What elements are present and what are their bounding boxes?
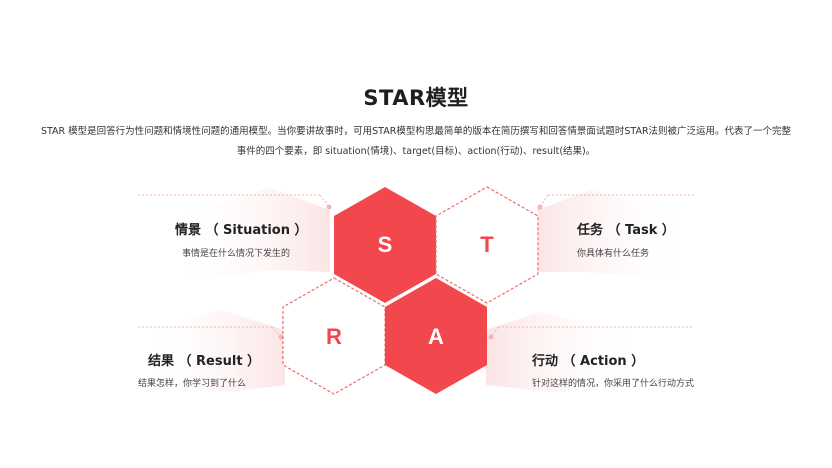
hexagon-t	[435, 186, 539, 304]
situation-backdrop	[170, 188, 330, 282]
situation-desc: 事情是在什么情况下发生的	[182, 249, 291, 259]
hexagon-s	[334, 187, 436, 303]
result-backdrop	[140, 310, 285, 392]
task-connector-diag	[537, 194, 549, 211]
action-label: 行动 （ Action ）	[532, 354, 645, 369]
result-label: 结果 （ Result ）	[148, 354, 261, 369]
hexagon-a	[385, 278, 487, 394]
hexagon-r	[282, 277, 386, 395]
result-connector-diag	[271, 326, 285, 341]
letter-r: R	[326, 324, 342, 349]
page-title: STAR模型	[363, 86, 469, 110]
action-desc: 针对这样的情况，你采用了什么行动方式	[532, 379, 695, 389]
letter-t: T	[480, 232, 494, 257]
situation-connector-dot	[326, 204, 332, 210]
letter-a: A	[428, 324, 444, 349]
letter-s: S	[377, 232, 393, 257]
result-connector-dot	[278, 334, 284, 340]
task-connector-dot	[537, 204, 543, 210]
action-backdrop	[486, 312, 640, 392]
action-connector-dot	[488, 334, 494, 340]
situation-label: 情景 （ Situation ）	[175, 223, 308, 238]
task-label: 任务 （ Task ）	[577, 223, 675, 238]
result-desc: 结果怎样，你学习到了什么	[138, 379, 247, 389]
intro-paragraph: STAR 模型是回答行为性问题和情境性问题的通用模型。当你要讲故事时，可用STA…	[40, 126, 792, 157]
task-desc: 你具体有什么任务	[577, 249, 650, 259]
task-backdrop	[538, 190, 690, 282]
